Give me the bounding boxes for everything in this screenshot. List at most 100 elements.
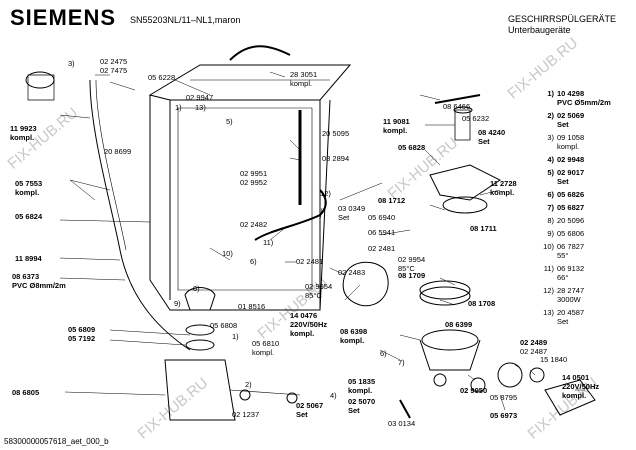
legend-number: 8): [547, 216, 554, 225]
legend-number: 6): [547, 190, 554, 199]
part-label: 02 2481: [296, 257, 324, 266]
legend-detail: 3000W: [557, 295, 581, 304]
document-title: GESCHIRRSPÜLGERÄTE Unterbaugeräte: [508, 14, 616, 36]
part-label: 85°C: [398, 264, 415, 273]
part-label: 220V/50Hz: [290, 320, 328, 329]
part-label: 05 6940: [368, 213, 396, 222]
part-label: Set: [348, 406, 360, 415]
part-label: 08 1711: [470, 224, 497, 233]
legend-part-number: 20 4587: [557, 308, 585, 317]
legend-number: 7): [547, 203, 554, 212]
legend-entry: 12)28 2747: [532, 287, 584, 295]
coarse-filter: [419, 280, 471, 300]
drain-pump-impeller: [497, 362, 523, 388]
part-label: 08 1712: [378, 196, 406, 205]
legend-entry: 9)05 6806: [532, 230, 584, 238]
part-label: 02 2482: [240, 220, 268, 229]
legend-number: 10): [543, 242, 554, 251]
legend-number: 4): [547, 155, 554, 164]
part-label: kompl.: [290, 329, 315, 338]
tub-top-outline: [148, 64, 352, 101]
part-label: Set: [338, 213, 350, 222]
part-label: 05 1835: [348, 377, 376, 386]
part-label: 03 0349: [338, 204, 366, 213]
top-hose: [229, 45, 291, 61]
part-label: 6): [380, 349, 387, 358]
part-label: 15 1840: [540, 355, 568, 364]
part-label: 11 9081: [383, 117, 410, 126]
legend-detail: 66°: [557, 273, 569, 282]
part-label: 08 6399: [445, 320, 473, 329]
part-label: 02 1237: [232, 410, 260, 419]
model-number: SN55203NL/11–NL1,maron: [130, 15, 241, 25]
part-label: 220V/50Hz: [562, 382, 600, 391]
tub-inner-panel: [177, 107, 313, 291]
part-label: 08 6805: [12, 388, 40, 397]
part-label: kompl.: [340, 336, 365, 345]
part-label: 05 7192: [68, 334, 96, 343]
part-label: Set: [296, 410, 308, 419]
part-label: 02 9954: [398, 255, 426, 264]
legend-entry: 10)06 7827: [532, 243, 584, 251]
part-label: 03 0134: [388, 419, 416, 428]
part-label: kompl.: [348, 386, 373, 395]
legend-number: 12): [543, 286, 554, 295]
legend-detail: Set: [557, 317, 569, 326]
part-label: 20 8699: [104, 147, 132, 156]
legend-part-number: 02 5069: [557, 111, 585, 120]
part-label: 05 7553: [15, 179, 43, 188]
legend-entry: 11)06 9132: [532, 265, 584, 273]
part-label: 08 2894: [322, 154, 350, 163]
legend-number: 9): [547, 229, 554, 238]
part-label: 5): [226, 117, 233, 126]
part-label: 02 5070: [348, 397, 376, 406]
drain-pump-motor: [544, 379, 596, 416]
part-label: 9): [174, 299, 181, 308]
drain-hose: [89, 79, 191, 351]
legend-detail: PVC Ø5mm/2m: [557, 98, 611, 107]
part-label: 06 5941: [368, 228, 396, 237]
part-label: 05 8795: [490, 393, 518, 402]
document-code: 58300000057618_aet_000_b: [4, 437, 109, 446]
part-label: 1): [232, 332, 239, 341]
legend-part-number: 06 9132: [557, 264, 585, 273]
part-label: kompl.: [15, 188, 40, 197]
part-label: 11 8994: [15, 254, 42, 263]
circulation-pump: [342, 261, 389, 307]
part-label: 08 1709: [398, 271, 426, 280]
part-label: 12): [320, 189, 331, 198]
legend-entry: 13)20 4587: [532, 309, 584, 317]
legend-number: 5): [547, 168, 554, 177]
legend-entry: 5)02 9017: [532, 169, 584, 177]
part-label: 14 0476: [290, 311, 318, 320]
part-label: 02 9954: [305, 282, 333, 291]
legend-part-number: 05 6826: [557, 190, 585, 199]
legend-part-number: 09 1058: [557, 133, 585, 142]
part-label: 05 6232: [462, 114, 490, 123]
title-line-1: GESCHIRRSPÜLGERÄTE: [508, 14, 617, 24]
part-label: kompl.: [562, 391, 587, 400]
part-label: 05 6973: [490, 411, 518, 420]
legend-number: 11): [543, 264, 554, 273]
brand-logo: SIEMENS: [10, 5, 117, 30]
part-label: 05 6228: [148, 73, 176, 82]
legend-detail: Set: [557, 120, 569, 129]
filter-cup: [442, 196, 488, 214]
part-label: 3): [68, 59, 75, 68]
sump-ring: [185, 324, 215, 336]
lower-spray-arm: [429, 164, 501, 201]
legend-part-number: 02 9948: [557, 155, 585, 164]
legend-detail: 55°: [557, 251, 569, 260]
pump-housing: [164, 359, 236, 421]
micro-filter: [421, 329, 479, 351]
legend-entry: 1)10 4298: [532, 90, 584, 98]
part-label: 7): [398, 358, 405, 367]
part-label: 2): [245, 380, 252, 389]
legend-entry: 8)20 5096: [532, 217, 584, 225]
part-label: 1): [175, 103, 182, 112]
legend-number: 13): [543, 308, 554, 317]
part-label: 02 7475: [100, 66, 128, 75]
tub-body-outline: [149, 95, 331, 311]
part-label: 14 0501: [562, 373, 590, 382]
